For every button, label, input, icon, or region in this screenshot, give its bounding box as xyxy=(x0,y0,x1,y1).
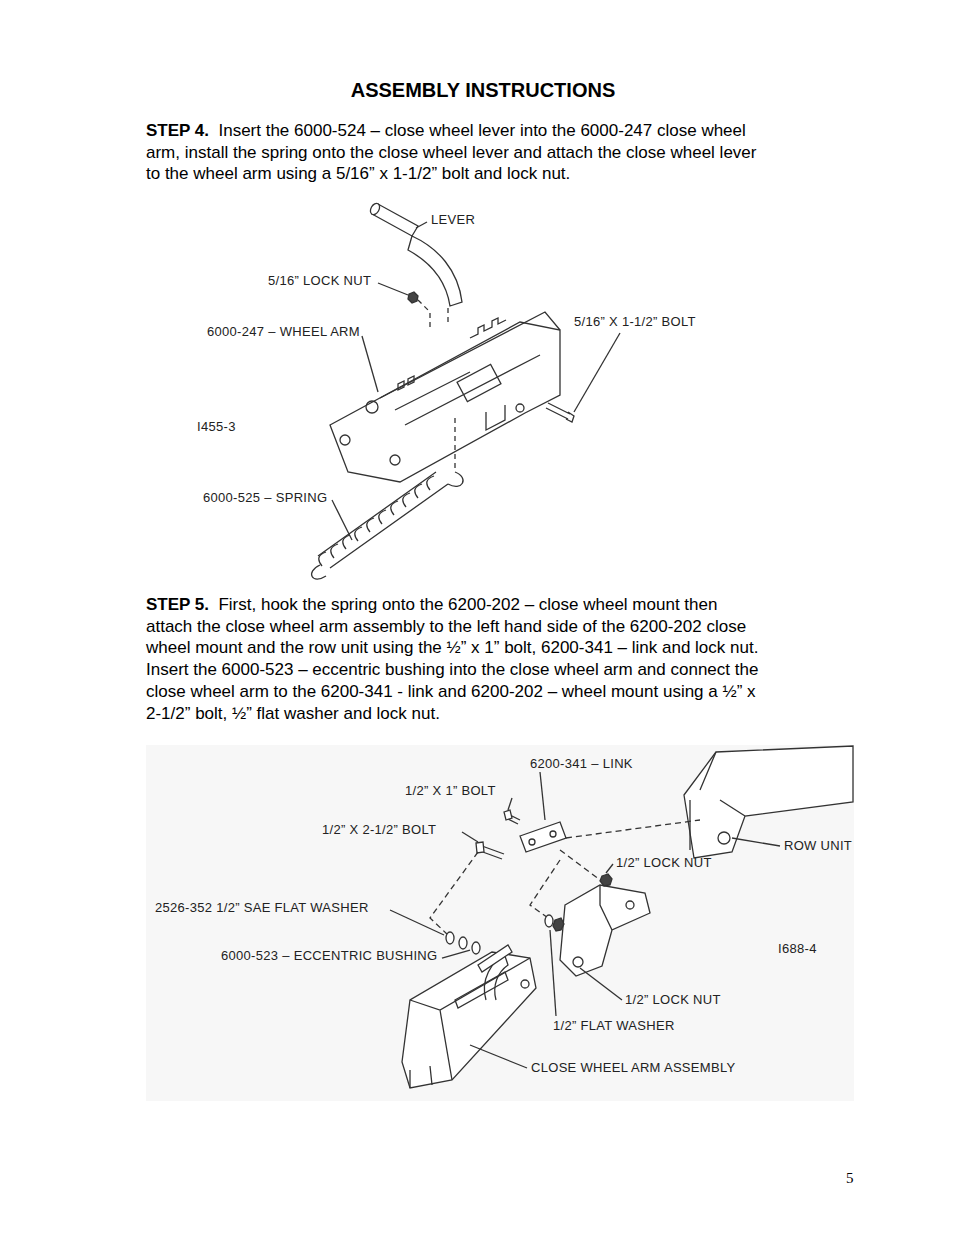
part-label: 2526-352 1/2” SAE FLAT WASHER xyxy=(155,900,369,915)
step-number: STEP 4. xyxy=(146,121,209,140)
part-label: 1/2” LOCK NUT xyxy=(616,855,712,870)
figure-two xyxy=(390,746,853,1088)
part-label: ROW UNIT xyxy=(784,838,852,853)
page-title: ASSEMBLY INSTRUCTIONS xyxy=(0,79,954,102)
step-number: STEP 5. xyxy=(146,595,209,614)
step-text: Insert the 6000-524 – close wheel lever … xyxy=(146,121,756,183)
step-paragraph: STEP 5. First, hook the spring onto the … xyxy=(146,594,762,724)
part-label: 1/2” X 1” BOLT xyxy=(405,783,496,798)
figure-one xyxy=(312,202,620,579)
part-label: 6200-341 – LINK xyxy=(530,756,633,771)
figure-ground xyxy=(146,745,854,1101)
page-number: 5 xyxy=(846,1170,854,1187)
step-text: First, hook the spring onto the 6200-202… xyxy=(146,595,758,723)
part-label: 6000-525 – SPRING xyxy=(203,490,327,505)
step-paragraph: STEP 4. Insert the 6000-524 – close whee… xyxy=(146,120,762,185)
part-label: 5/16” LOCK NUT xyxy=(268,273,371,288)
part-label: I455-3 xyxy=(197,419,236,434)
part-label: 6000-247 – WHEEL ARM xyxy=(207,324,360,339)
part-label: 1/2” FLAT WASHER xyxy=(553,1018,675,1033)
part-label: CLOSE WHEEL ARM ASSEMBLY xyxy=(531,1060,735,1075)
part-label: 5/16” X 1-1/2” BOLT xyxy=(574,314,696,329)
part-label: 6000-523 – ECCENTRIC BUSHING xyxy=(221,948,437,963)
part-label: LEVER xyxy=(431,212,475,227)
part-label: 1/2” LOCK NUT xyxy=(625,992,721,1007)
part-label: 1/2” X 2-1/2” BOLT xyxy=(322,822,436,837)
part-label: I688-4 xyxy=(778,941,817,956)
